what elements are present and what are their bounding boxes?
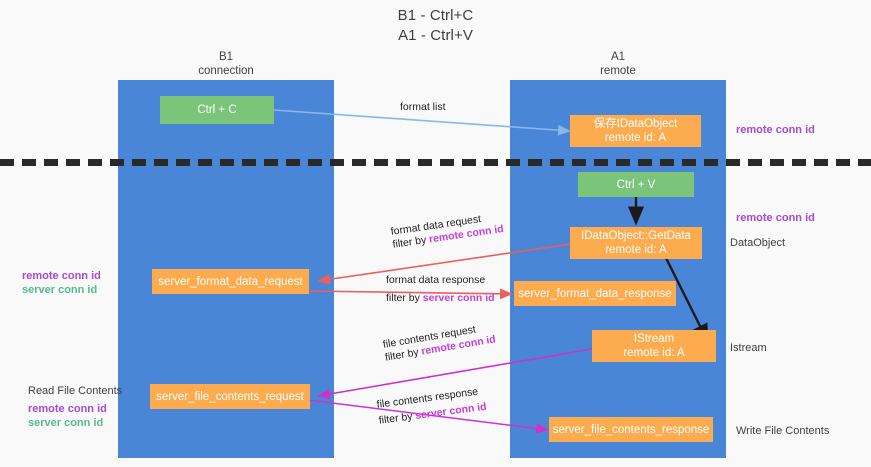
- column-header-b1-sub: connection: [198, 65, 254, 77]
- column-header-b1-name: B1: [218, 51, 234, 63]
- node-save-idataobject[interactable]: 保存IDataObject remote id: A: [570, 115, 701, 147]
- annotation-write-file-contents: Write File Contents: [736, 425, 830, 437]
- edge-label-format-list-text: format list: [400, 101, 446, 113]
- node-istream-line2: remote id: A: [623, 347, 685, 359]
- annotation-server-conn-id-mid-left: server conn id: [22, 284, 98, 296]
- annotation-remote-conn-id-top-right: remote conn id: [736, 124, 815, 136]
- node-server-format-data-request-label: server_format_data_request: [158, 275, 303, 288]
- edge-label-file-contents-response: file contents response filter by server …: [376, 385, 487, 428]
- edge-label-fdres-prefix: filter by: [386, 292, 423, 304]
- annotation-remote-conn-id-bottom-left: remote conn id: [28, 403, 107, 415]
- annotation-istream: Istream: [730, 342, 767, 354]
- annotation-remote-conn-id-mid-left: remote conn id: [22, 270, 101, 282]
- annotation-read-file-contents: Read File Contents: [28, 385, 123, 397]
- annotation-dataobject: DataObject: [730, 237, 786, 249]
- annotation-server-conn-id-bottom-left: server conn id: [28, 417, 104, 429]
- node-ctrl-v[interactable]: Ctrl + V: [578, 172, 694, 197]
- node-server-file-contents-request[interactable]: server_file_contents_request: [150, 384, 310, 409]
- node-server-format-data-request[interactable]: server_format_data_request: [152, 269, 309, 294]
- node-server-format-data-response[interactable]: server_format_data_response: [514, 281, 676, 306]
- edge-label-format-data-response-line2: filter by server conn id: [386, 292, 495, 305]
- node-istream[interactable]: IStream remote id: A: [592, 330, 716, 362]
- node-idataobject-getdata[interactable]: IDataObject::GetData remote id: A: [570, 227, 702, 259]
- edge-label-format-list: format list: [400, 101, 446, 114]
- column-header-b1: B1 connection: [118, 50, 334, 78]
- node-ctrl-c[interactable]: Ctrl + C: [160, 96, 274, 124]
- node-ctrl-v-label: Ctrl + V: [616, 178, 656, 191]
- node-istream-line1: IStream: [633, 333, 675, 345]
- phase-divider: [0, 159, 871, 166]
- annotation-remote-conn-id-mid-right: remote conn id: [736, 212, 815, 224]
- edge-label-format-data-response-line1: format data response: [386, 274, 486, 286]
- column-header-a1-name: A1: [610, 51, 626, 63]
- column-header-a1: A1 remote: [510, 50, 726, 78]
- node-getdata-line2: remote id: A: [605, 244, 667, 256]
- edge-label-format-data-response: format data response filter by server co…: [386, 274, 495, 305]
- column-header-a1-sub: remote: [600, 65, 636, 77]
- node-ctrl-c-label: Ctrl + C: [197, 104, 237, 116]
- node-save-idataobject-line1: 保存IDataObject: [593, 118, 678, 130]
- node-server-format-data-response-label: server_format_data_response: [518, 287, 672, 300]
- page-title: B1 - Ctrl+C A1 - Ctrl+V: [0, 6, 871, 46]
- node-server-file-contents-request-label: server_file_contents_request: [156, 390, 304, 403]
- edge-label-file-contents-request: file contents request filter by remote c…: [382, 321, 497, 365]
- edge-label-fdres-key: server conn id: [422, 292, 495, 304]
- node-server-file-contents-response[interactable]: server_file_contents_response: [549, 417, 713, 442]
- title-line-1: B1 - Ctrl+C: [397, 7, 474, 24]
- title-line-2: A1 - Ctrl+V: [398, 27, 473, 44]
- node-server-file-contents-response-label: server_file_contents_response: [552, 423, 710, 436]
- edge-label-fcres-prefix: filter by: [378, 410, 417, 427]
- node-save-idataobject-line2: remote id: A: [604, 132, 667, 144]
- node-getdata-line1: IDataObject::GetData: [581, 230, 691, 242]
- edge-label-format-data-request: format data request filter by remote con…: [390, 210, 505, 252]
